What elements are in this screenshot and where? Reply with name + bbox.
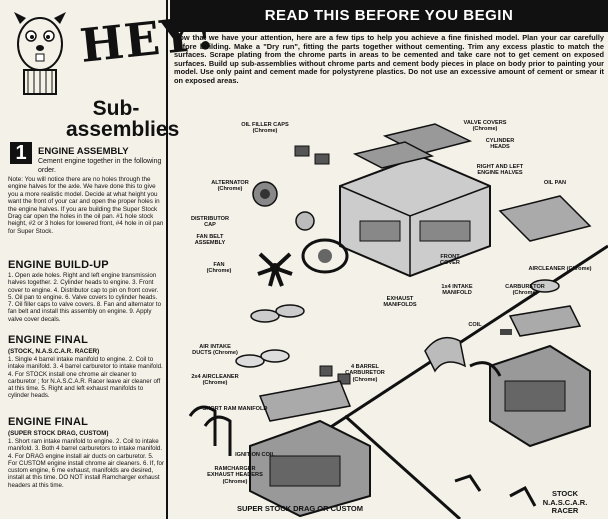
exhaust-pieces-icon xyxy=(454,474,537,507)
ramcharger-headers-icon xyxy=(188,405,232,456)
fan-belt-icon xyxy=(301,238,349,274)
exploded-diagram: OIL FILLER CAPS (Chrome) VALVE COVERS (C… xyxy=(170,116,608,519)
engine-buildup-steps: 1. Open axle holes. Right and left engin… xyxy=(8,272,162,323)
label-air-ducts: AIR INTAKE DUCTS (Chrome) xyxy=(192,344,238,357)
section-number: 1 xyxy=(10,142,32,164)
label-front-cover: FRONT COVER xyxy=(440,254,460,267)
engine-block-icon xyxy=(339,154,491,278)
caption-super-stock: SUPER STOCK DRAG OR CUSTOM xyxy=(237,504,363,513)
label-carburetor: CARBURETOR (Chrome) xyxy=(505,284,545,297)
engine-final-1-steps: 1. Single 4 barrel intake manifold to en… xyxy=(8,356,163,400)
label-short-ram: SHORT RAM MANIFOLD xyxy=(202,406,268,412)
label-fan: FAN (Chrome) xyxy=(206,262,232,275)
oil-pan-icon xyxy=(498,195,592,242)
valve-covers-icon xyxy=(352,123,473,169)
engine-assembly-heading: ENGINE ASSEMBLY xyxy=(38,146,129,157)
read-before-banner: READ THIS BEFORE YOU BEGIN xyxy=(170,0,608,32)
aircleaner-icon xyxy=(530,279,560,293)
engine-buildup-heading: ENGINE BUILD-UP xyxy=(8,259,109,271)
label-distributor-cap: DISTRIBUTOR CAP xyxy=(190,216,230,229)
label-carburetor-4b: 4 BARREL CARBURETOR (Chrome) xyxy=(345,364,385,383)
short-ram-manifold-icon xyxy=(258,380,352,422)
label-cylinder-heads: CYLINDER HEADS xyxy=(485,138,515,151)
subassemblies-title: Sub-assemblies xyxy=(66,97,180,141)
diagram-linework xyxy=(188,123,608,519)
label-intake-1x4: 1x4 INTAKE MANIFOLD xyxy=(441,284,473,297)
label-oil-filler-caps: OIL FILLER CAPS (Chrome) xyxy=(241,122,289,135)
label-ignition-coil: IGNITION COIL xyxy=(235,452,275,458)
beaver-mascot-icon xyxy=(14,12,66,95)
exhaust-manifolds-icon xyxy=(424,336,502,377)
engine-final-2-steps: 1. Short ram intake manifold to engine. … xyxy=(8,438,165,489)
label-fan-belt: FAN BELT ASSEMBLY xyxy=(194,234,226,247)
label-oil-pan: OIL PAN xyxy=(543,180,567,186)
carburetor-4b-icon xyxy=(319,365,351,385)
engine-final-2-heading: ENGINE FINAL xyxy=(8,416,89,428)
hey-header: HEY! xyxy=(6,4,218,98)
alternator-icon xyxy=(252,181,278,207)
label-aircleaner: AIRCLEANER (Chrome) xyxy=(528,266,592,272)
distributor-cap-icon xyxy=(295,211,315,231)
engine-assembly-subtitle: Cement engine together in the following … xyxy=(38,158,162,174)
label-aircleaner-2x4: 2x4 AIRCLEANER (Chrome) xyxy=(191,374,239,387)
stock-engine-icon xyxy=(489,344,591,448)
left-column: HEY! Sub-assemblies 1 ENGINE ASSEMBLY Ce… xyxy=(0,0,218,519)
label-engine-halves: RIGHT AND LEFT ENGINE HALVES xyxy=(476,164,524,177)
aircleaner-2x4-icon xyxy=(235,349,290,368)
oil-filler-caps-icon xyxy=(294,145,330,165)
fan-icon xyxy=(257,252,293,287)
label-valve-covers: VALVE COVERS (Chrome) xyxy=(463,120,507,133)
engine-final-2-variant: (SUPER STOCK DRAG, CUSTOM) xyxy=(8,430,109,437)
label-coil: COIL xyxy=(468,322,482,328)
intro-tips: Now that we have your attention, here ar… xyxy=(174,33,604,85)
coil-icon xyxy=(500,329,512,335)
drag-engine-icon xyxy=(249,419,371,518)
label-exhaust-manifolds: EXHAUST MANIFOLDS xyxy=(383,296,417,309)
axle-note: Note: You will notice there are no holes… xyxy=(8,176,164,235)
caption-stock-nascar: STOCK N.A.S.C.A.R. RACER xyxy=(542,489,588,515)
intake-manifold-icon xyxy=(508,305,582,337)
label-ramcharger: RAMCHARGER EXHAUST HEADERS (Chrome) xyxy=(207,466,263,485)
label-alternator: ALTERNATOR (Chrome) xyxy=(211,180,249,193)
engine-final-1-heading: ENGINE FINAL xyxy=(8,334,89,346)
engine-final-1-variant: (STOCK, N.A.S.C.A.R. RACER) xyxy=(8,348,100,355)
air-intake-ducts-icon xyxy=(250,304,305,323)
